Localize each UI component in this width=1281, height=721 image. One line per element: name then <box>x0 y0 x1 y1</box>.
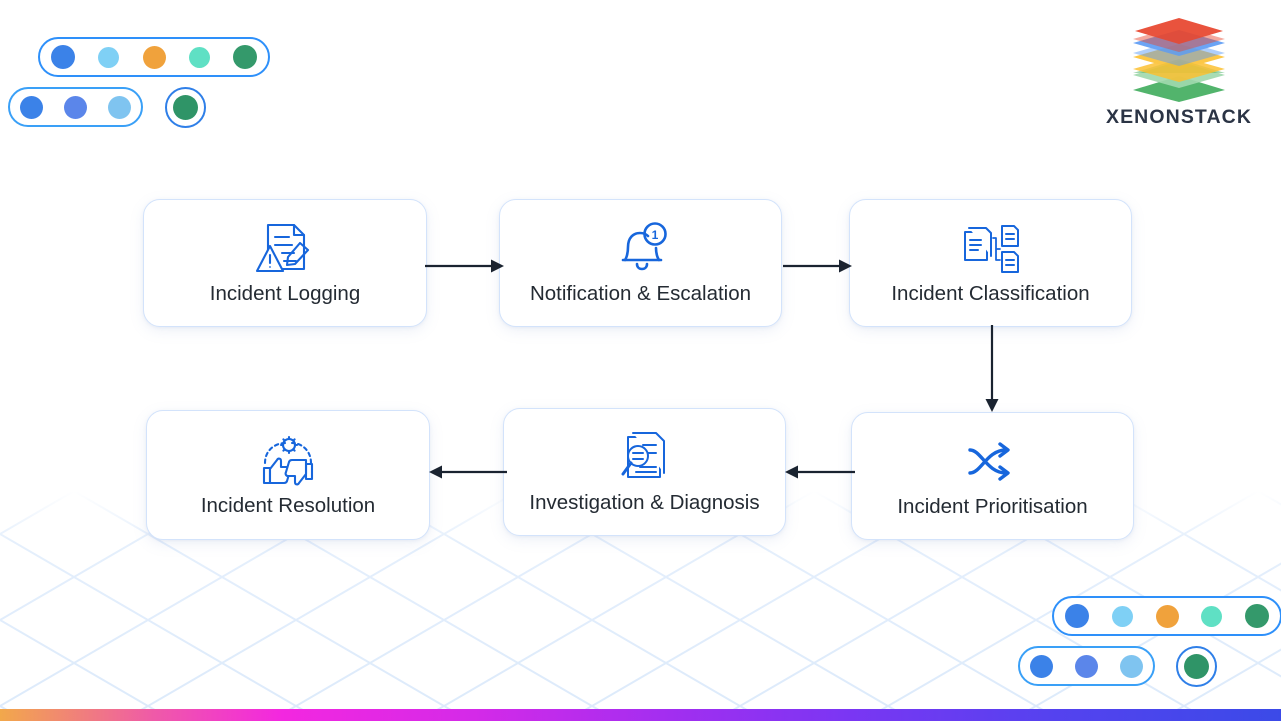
magnifier-document-icon <box>616 429 674 487</box>
deco-single-pill-top <box>165 87 206 128</box>
brand-logo: XENONSTACK <box>1103 18 1255 129</box>
deco-dot <box>1184 654 1209 679</box>
flow-card-notification-escalation[interactable]: 1 Notification & Escalation <box>499 199 782 327</box>
gradient-accent-bar <box>0 709 1281 721</box>
document-pencil-alert-icon <box>254 220 316 278</box>
bell-badge-icon: 1 <box>611 220 671 278</box>
deco-dot <box>1201 605 1223 627</box>
deco-long-pill-bottom <box>1052 596 1281 636</box>
flow-card-label: Incident Resolution <box>200 494 376 518</box>
deco-dot <box>1065 604 1089 628</box>
connector-prioritisation-to-investigation <box>785 465 855 479</box>
shuffle-arrows-icon <box>965 433 1021 491</box>
deco-dot <box>98 46 120 68</box>
deco-short-pill-top <box>8 87 143 127</box>
flow-card-label: Incident Logging <box>209 282 361 306</box>
deco-dot <box>1120 654 1143 678</box>
deco-dot <box>1030 654 1053 678</box>
deco-dot <box>108 95 131 119</box>
connector-notification-to-classification <box>783 259 852 273</box>
flow-card-label: Investigation & Diagnosis <box>529 491 760 515</box>
connector-classification-to-prioritisation <box>985 325 999 412</box>
connector-investigation-to-resolution <box>429 465 507 479</box>
thumbs-gear-icon <box>259 432 317 490</box>
flow-card-label: Notification & Escalation <box>529 282 752 306</box>
deco-dot <box>1075 654 1098 678</box>
flow-card-label: Incident Classification <box>891 282 1090 306</box>
deco-dot <box>188 46 210 68</box>
flow-card-incident-resolution[interactable]: Incident Resolution <box>146 410 430 540</box>
deco-dot <box>1155 604 1179 628</box>
connector-logging-to-notification <box>425 259 504 273</box>
flow-card-incident-logging[interactable]: Incident Logging <box>143 199 427 327</box>
deco-dot <box>173 95 198 120</box>
flow-card-investigation-diagnosis[interactable]: Investigation & Diagnosis <box>503 408 786 536</box>
deco-dot <box>233 45 257 69</box>
flow-card-label: Incident Prioritisation <box>897 495 1088 519</box>
flow-card-incident-prioritisation[interactable]: Incident Prioritisation <box>851 412 1134 540</box>
deco-long-pill-top <box>38 37 270 77</box>
deco-dot <box>64 95 87 119</box>
decoration-top-left <box>0 0 300 140</box>
flow-card-incident-classification[interactable]: Incident Classification <box>849 199 1132 327</box>
decoration-bottom-right <box>1000 588 1281 698</box>
documents-branch-icon <box>960 220 1022 278</box>
brand-wordmark: XENONSTACK <box>1105 106 1253 128</box>
deco-dot <box>1111 605 1133 627</box>
deco-dot <box>142 45 166 69</box>
deco-short-pill-bottom <box>1018 646 1155 686</box>
deco-dot <box>20 95 43 119</box>
stacked-layers-logo-icon <box>1133 18 1225 102</box>
bell-badge-count: 1 <box>651 228 658 242</box>
deco-single-pill-bottom <box>1176 646 1217 687</box>
deco-dot <box>51 45 75 69</box>
deco-dot <box>1245 604 1269 628</box>
